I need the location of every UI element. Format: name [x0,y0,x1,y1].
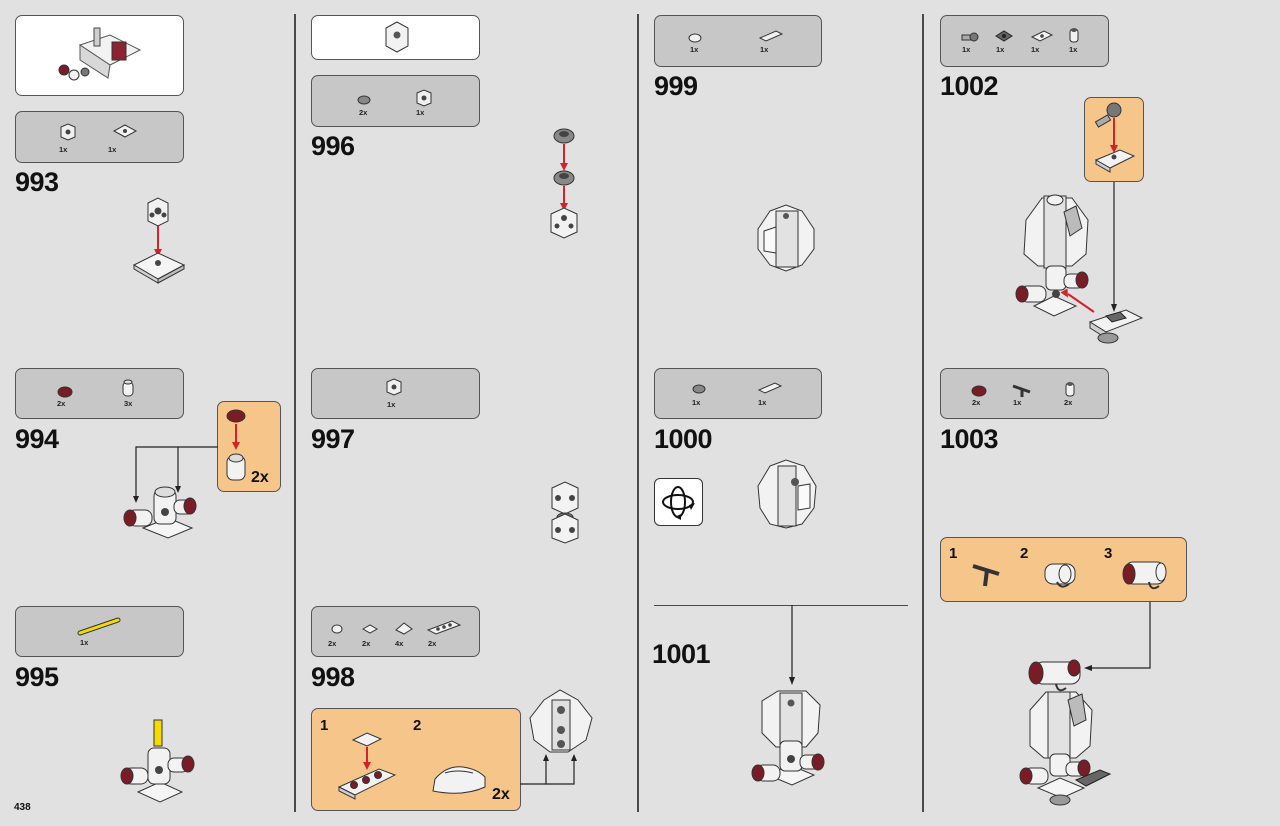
part-qty: 4x [395,639,404,648]
part-icon-brick-with-studs [386,378,402,396]
submodel-preview-illustration [58,27,142,81]
substep-number: 1 [949,545,958,562]
step-999-illustration [757,204,815,272]
part-icon-round-tile [688,33,702,43]
part-qty: 1x [387,400,396,409]
part-qty: 1x [758,398,767,407]
part-icon-brick-with-studs [60,123,76,141]
step-998-illustration [520,689,593,785]
step-995-illustration [120,719,195,803]
callout-1002-illustration [1094,102,1136,173]
step-993-illustration [132,197,186,284]
step-number: 995 [15,662,59,692]
step-number: 996 [311,131,355,161]
section-divider [654,605,908,606]
part-icon-plate-1x2 [1030,30,1054,42]
substep-number: 3 [1104,545,1113,562]
part-qty: 1x [962,45,971,54]
part-qty: 2x [362,639,371,648]
part-icon-round-tile-dark-red [971,385,987,397]
part-icon-round-brick [122,379,134,397]
part-icon-bracket [995,30,1013,42]
part-icon-round-plate [331,624,343,634]
callout-998-illustration [337,732,486,800]
callout-994-illustration [226,409,246,481]
part-icon-round-tile-dark-red [57,386,73,398]
step-number: 1000 [654,424,713,454]
part-icon-plate [112,124,138,138]
part-icon-plate-1x3 [426,620,462,635]
part-qty: 1x [80,638,89,647]
step-996-illustration [550,128,578,239]
part-icon-slope [395,622,413,635]
step-997-illustration [551,481,579,544]
part-qty: 1x [416,108,425,117]
part-qty: 1x [690,45,699,54]
parts-box-995 [15,606,184,657]
column-divider-2 [637,14,639,812]
part-qty: 2x [1064,398,1073,407]
step-number: 1003 [940,424,999,454]
part-icon-round-plate [692,384,706,394]
part-qty: 2x [972,398,981,407]
column-divider-3 [922,14,924,812]
part-icon-brick-with-studs [416,89,432,107]
page-number: 438 [14,802,31,813]
step-1002-illustration [1015,182,1144,344]
callout-multiplier: 2x [251,469,269,486]
part-icon-round-brick [1065,382,1075,397]
step-number: 993 [15,167,59,197]
part-icon-round-plate [357,95,371,105]
part-qty: 1x [996,45,1005,54]
substep-number: 2 [413,717,422,734]
substep-number: 2 [1020,545,1029,562]
part-icon-yellow-bar [77,617,121,636]
part-icon-clip [961,32,979,42]
step-number: 1002 [940,71,999,101]
part-qty: 1x [108,145,117,154]
step-number: 998 [311,662,355,692]
column-divider-1 [294,14,296,812]
part-icon-tile-1x2 [758,30,784,42]
parts-box-996 [311,75,480,127]
part-icon-bar-holder [1012,384,1031,397]
step-number: 1001 [652,639,711,669]
step-number: 997 [311,424,355,454]
parts-box-1003 [940,368,1109,419]
part-icon-tile-1x2 [757,382,783,394]
part-qty: 1x [1031,45,1040,54]
step-994-illustration [123,446,218,539]
step-number: 999 [654,71,698,101]
parts-box-994 [15,368,184,419]
rotate-model-icon [654,478,703,526]
step-1003-illustration [1019,602,1151,806]
part-qty: 2x [328,639,337,648]
step-number: 994 [15,424,59,454]
callout-1003-illustration [972,561,1167,590]
part-qty: 2x [428,639,437,648]
part-qty: 1x [59,145,68,154]
substep-number: 1 [320,717,329,734]
step-1000-illustration [757,459,817,529]
submodel-preview-illustration [385,21,409,53]
part-qty: 2x [359,108,368,117]
part-qty: 1x [1013,398,1022,407]
callout-multiplier: 2x [492,786,510,803]
part-qty: 1x [692,398,701,407]
step-1001-illustration [751,605,825,786]
part-qty: 1x [760,45,769,54]
parts-box-993 [15,111,184,163]
parts-box-999 [654,15,822,67]
parts-box-1002 [940,15,1109,67]
part-icon-round-brick [1069,28,1079,43]
parts-box-1000 [654,368,822,419]
part-qty: 3x [124,399,133,408]
part-qty: 2x [57,399,66,408]
part-qty: 1x [1069,45,1078,54]
part-icon-plate-1x1 [361,624,379,634]
